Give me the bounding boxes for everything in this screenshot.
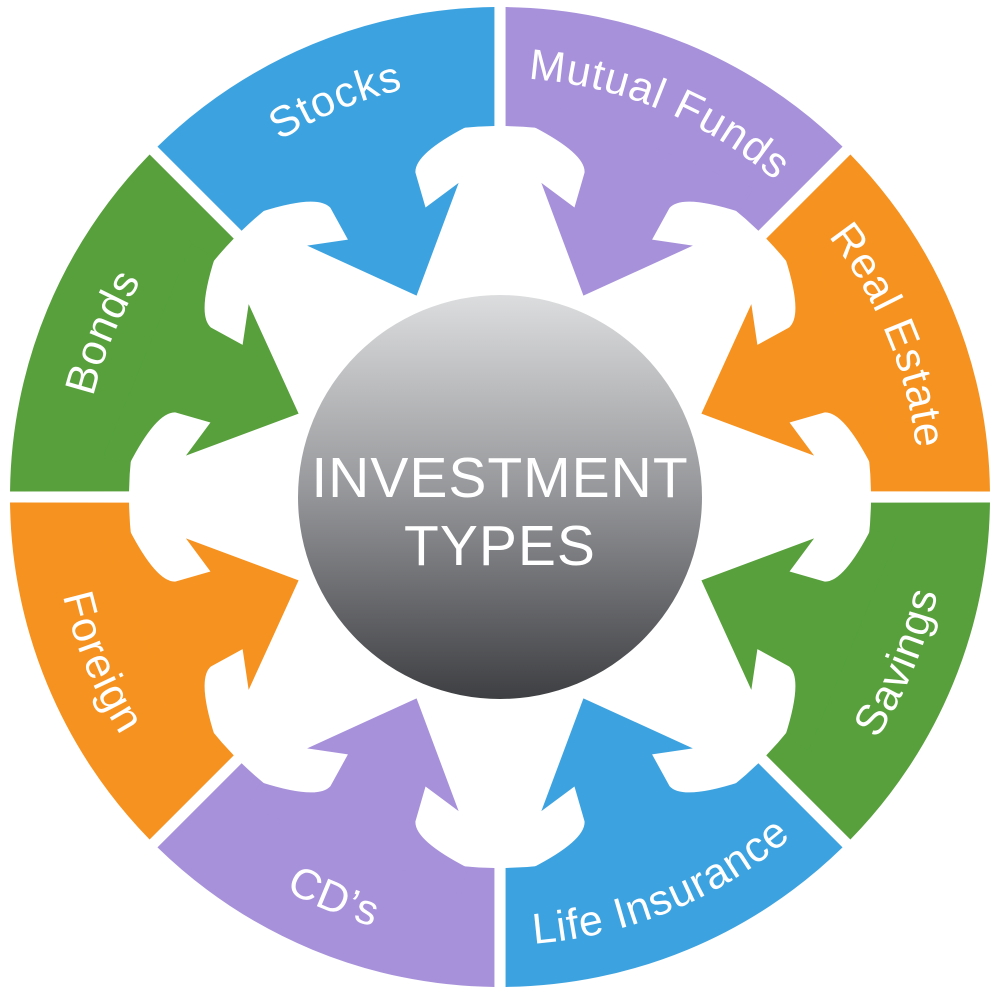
segment-cd-s: CD’s bbox=[157, 698, 495, 987]
arrow-stocks bbox=[246, 99, 468, 296]
segment-stocks: Stocks bbox=[157, 7, 495, 296]
segment-band-real-estate bbox=[766, 154, 990, 492]
arrow-mutual-funds bbox=[532, 99, 754, 296]
segment-savings: Savings bbox=[701, 502, 990, 840]
center-title-line1: INVESTMENT bbox=[311, 446, 688, 510]
center-title-line2: TYPES bbox=[404, 514, 596, 578]
segment-life-insurance: Life Insurance bbox=[505, 698, 843, 987]
arrow-foreign bbox=[102, 529, 299, 751]
segment-foreign: Foreign bbox=[10, 502, 299, 840]
segment-band-stocks bbox=[157, 7, 495, 231]
center-sphere bbox=[298, 295, 702, 699]
segment-band-bonds bbox=[10, 154, 234, 492]
arrow-cd-s bbox=[246, 698, 468, 895]
arrow-savings bbox=[701, 529, 898, 751]
segment-band-mutual-funds bbox=[505, 7, 843, 231]
segment-real-estate: Real Estate bbox=[701, 154, 990, 492]
arrow-life-insurance bbox=[532, 698, 754, 895]
segment-bonds: Bonds bbox=[10, 154, 299, 492]
segment-band-cd-s bbox=[157, 763, 495, 987]
segment-band-savings bbox=[766, 502, 990, 840]
segment-band-life-insurance bbox=[505, 763, 843, 987]
arrow-real-estate bbox=[701, 243, 898, 465]
arrow-bonds bbox=[102, 243, 299, 465]
segment-band-foreign bbox=[10, 502, 234, 840]
